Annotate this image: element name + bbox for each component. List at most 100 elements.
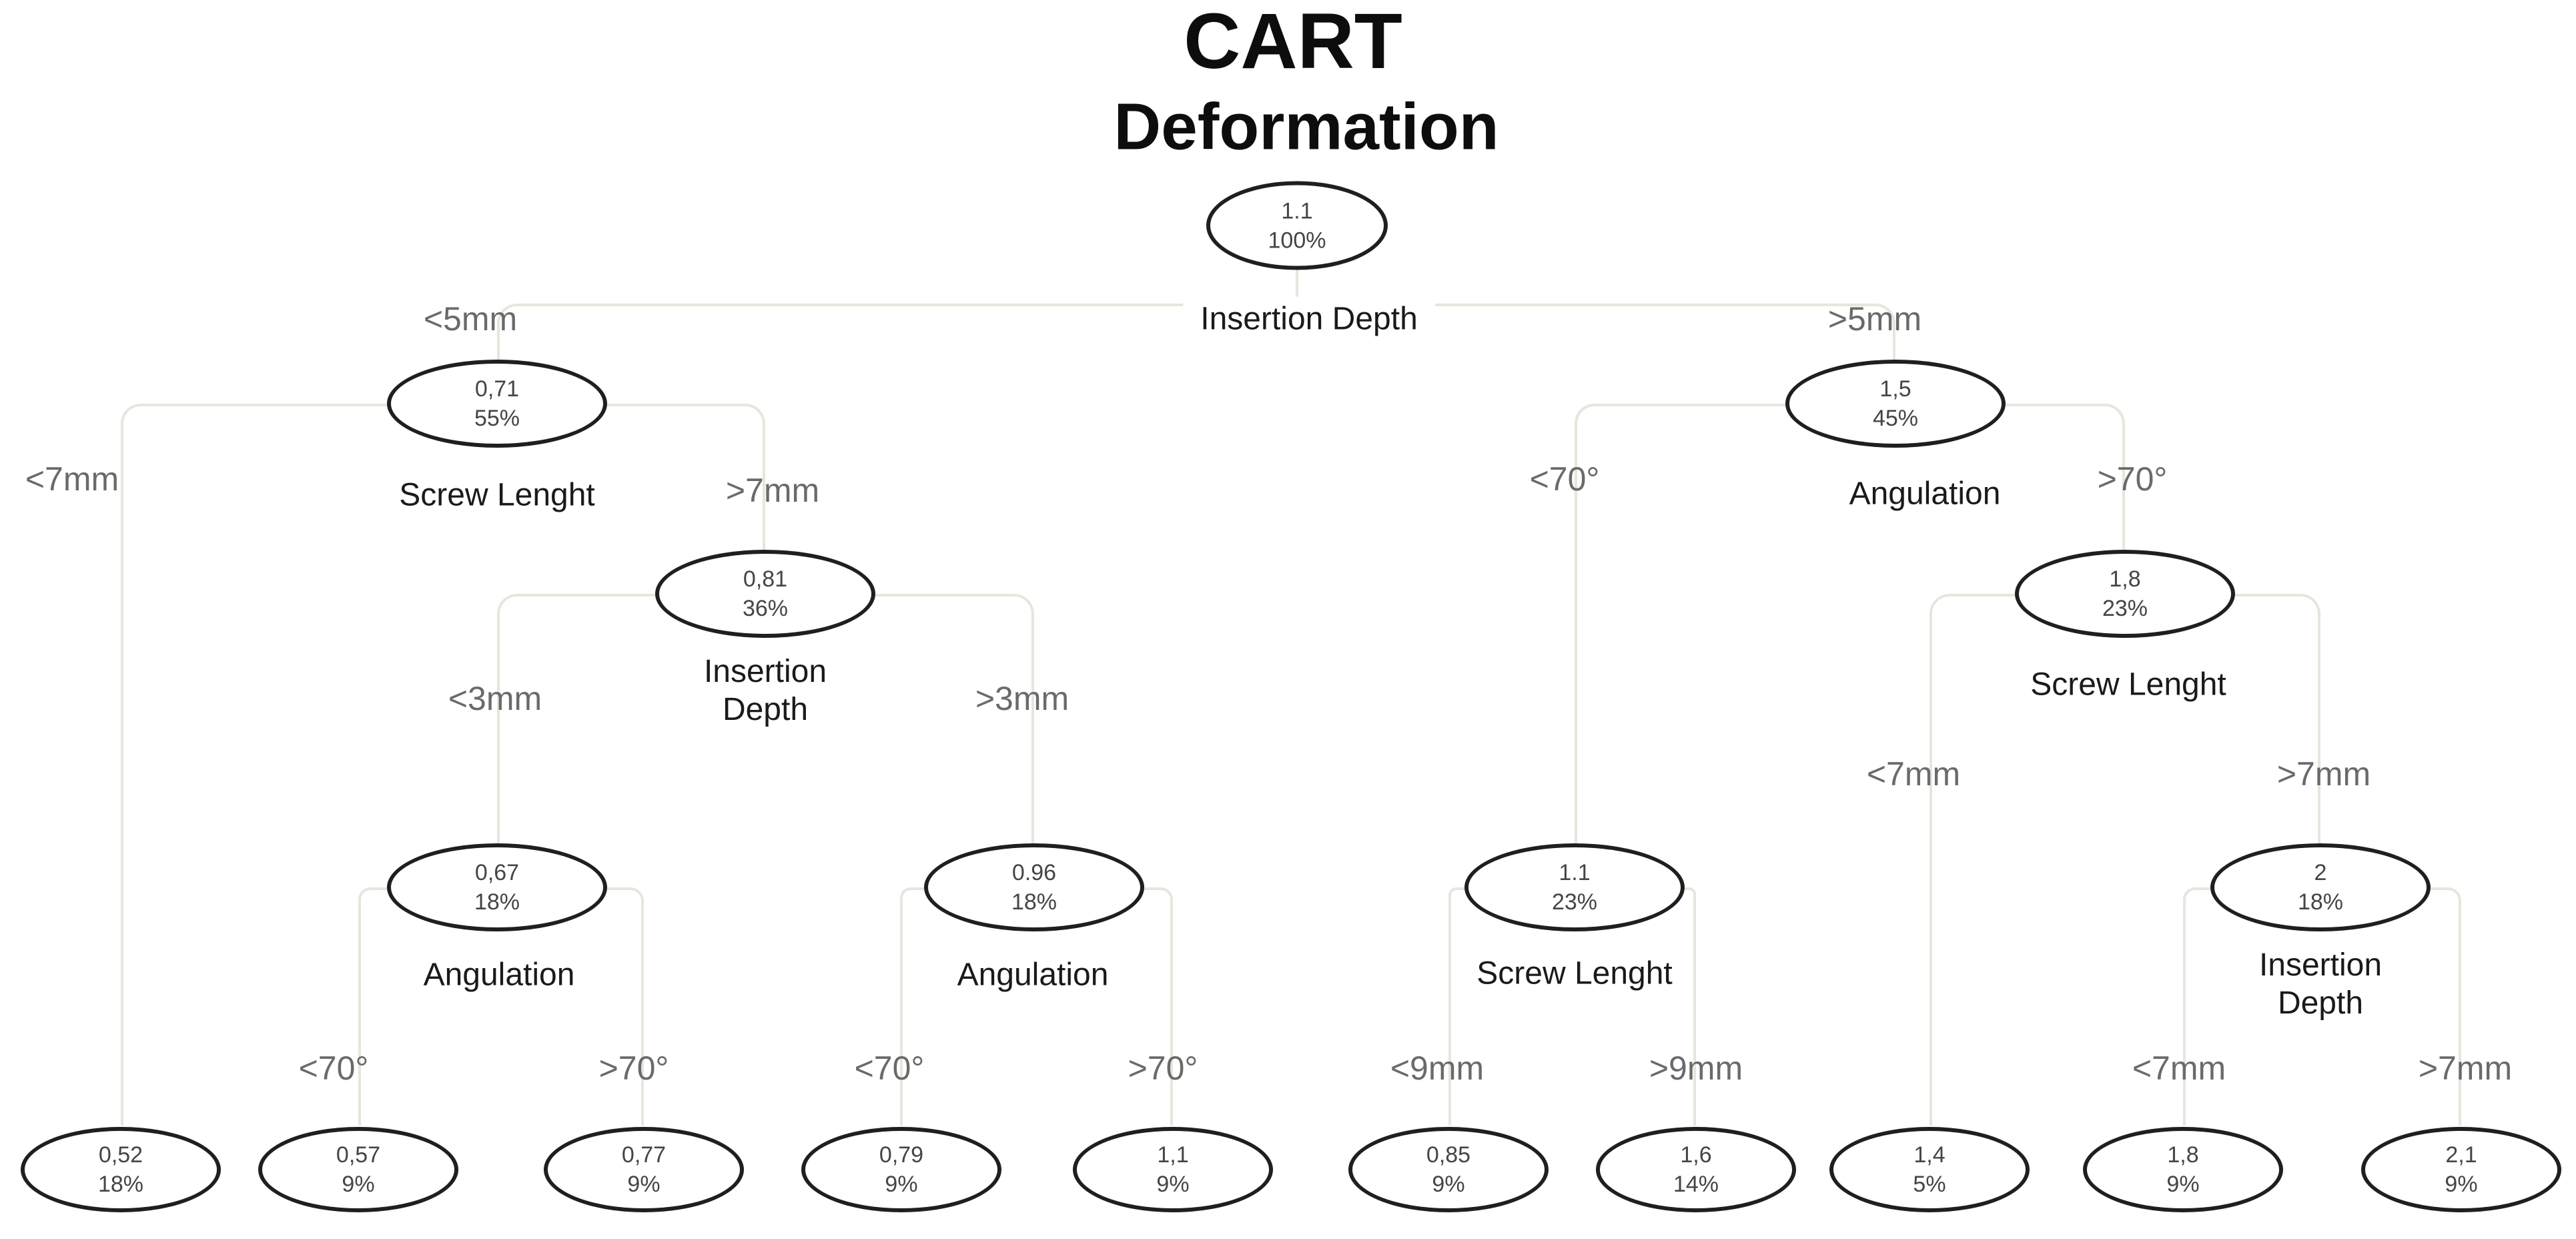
split-label-line2: Depth bbox=[722, 692, 809, 727]
connector-angulation3-left bbox=[900, 887, 924, 1126]
node-value: 0,67 bbox=[474, 860, 520, 885]
node-root-value: 1.1 bbox=[1281, 198, 1313, 224]
leaf-node-3: 0,77 9% bbox=[544, 1127, 744, 1212]
leaf-node-1: 0,52 18% bbox=[21, 1127, 221, 1212]
connector-angulation2-left bbox=[358, 887, 387, 1126]
leaf-node-4: 0,79 9% bbox=[801, 1127, 1001, 1212]
leaf-percent: 18% bbox=[97, 1172, 144, 1197]
leaf-percent: 9% bbox=[627, 1172, 661, 1197]
edge-label-lt9mm: <9mm bbox=[1390, 1050, 1484, 1087]
leaf-value: 1,6 bbox=[1680, 1142, 1712, 1168]
edge-label-gt3mm: >3mm bbox=[975, 680, 1069, 717]
split-label-screw-lenght-a: Screw Lenght bbox=[399, 477, 595, 513]
leaf-value: 1,1 bbox=[1157, 1142, 1189, 1168]
connector-screwlength3-left bbox=[1448, 887, 1464, 1126]
leaf-node-10: 2,1 9% bbox=[2361, 1127, 2561, 1212]
edge-label-lt7mm-b: <7mm bbox=[1866, 755, 1961, 793]
edge-label-lt70-c: <70° bbox=[854, 1050, 925, 1087]
connector-insertiondepth2-left bbox=[497, 594, 655, 843]
split-label-screw-lenght-c: Screw Lenght bbox=[1476, 955, 1673, 991]
split-label-root-insertion-depth: Insertion Depth bbox=[1183, 296, 1435, 342]
leaf-value: 0,57 bbox=[336, 1142, 381, 1168]
node-percent: 18% bbox=[474, 889, 520, 915]
edge-label-gt7mm-b: >7mm bbox=[2276, 755, 2371, 793]
node-angulation-18b: 0.96 18% bbox=[924, 843, 1144, 931]
edge-label-gt70-a: >70° bbox=[2097, 460, 2168, 498]
leaf-percent: 9% bbox=[2445, 1172, 2478, 1197]
node-value: 1,8 bbox=[2109, 566, 2141, 592]
diagram-title: CART bbox=[1184, 0, 1402, 85]
connector-angulation-left bbox=[1575, 404, 1785, 843]
node-value: 0.96 bbox=[1011, 860, 1057, 885]
leaf-value: 0,79 bbox=[879, 1142, 924, 1168]
node-percent: 18% bbox=[1011, 889, 1057, 915]
edge-label-gt5mm: >5mm bbox=[1827, 300, 1922, 338]
node-value: 2 bbox=[2314, 860, 2327, 885]
edge-label-gt70-c: >70° bbox=[1128, 1050, 1198, 1087]
leaf-value: 0,85 bbox=[1426, 1142, 1471, 1168]
leaf-value: 2,1 bbox=[2445, 1142, 2477, 1168]
connector-angulation2-right bbox=[607, 887, 644, 1126]
node-value: 1,5 bbox=[1879, 376, 1911, 402]
node-percent: 55% bbox=[474, 406, 520, 431]
connector-angulation3-right bbox=[1144, 887, 1173, 1126]
node-root-percent: 100% bbox=[1268, 228, 1326, 253]
split-label-line1: Insertion bbox=[2258, 947, 2383, 983]
node-insertion-depth-18: 2 18% bbox=[2210, 843, 2431, 931]
leaf-node-5: 1,1 9% bbox=[1073, 1127, 1273, 1212]
leaf-value: 0,52 bbox=[98, 1142, 143, 1168]
leaf-node-2: 0,57 9% bbox=[258, 1127, 458, 1212]
diagram-subtitle: Deformation bbox=[1114, 89, 1499, 163]
connector-screwlength2-right bbox=[2235, 594, 2320, 843]
split-label-angulation-b: Angulation bbox=[423, 957, 575, 993]
edge-label-gt7mm-c: >7mm bbox=[2418, 1050, 2513, 1087]
split-label-insertion-depth-c: Insertion Depth bbox=[2259, 946, 2382, 1022]
node-value: 0,81 bbox=[743, 566, 788, 592]
connector-root-left bbox=[497, 304, 1297, 360]
edge-label-gt9mm: >9mm bbox=[1649, 1050, 1743, 1087]
connector-angulation-right bbox=[2006, 404, 2125, 550]
connector-screwlength3-right bbox=[1685, 887, 1696, 1126]
leaf-value: 1,8 bbox=[2167, 1142, 2199, 1168]
edge-label-lt70-a: <70° bbox=[1529, 460, 1600, 498]
connector-screwlength-right bbox=[607, 404, 765, 550]
node-screw-lenght-23b: 1.1 23% bbox=[1464, 843, 1685, 931]
node-value: 1.1 bbox=[1559, 860, 1591, 885]
split-label-screw-lenght-b: Screw Lenght bbox=[2030, 667, 2226, 703]
split-label-line1: Insertion bbox=[703, 654, 827, 689]
split-label-angulation-a: Angulation bbox=[1849, 476, 2001, 512]
leaf-node-7: 1,6 14% bbox=[1596, 1127, 1796, 1212]
connector-insertiondepth2-right bbox=[875, 594, 1034, 843]
connector-root-right bbox=[1297, 304, 1895, 360]
node-insertion-depth-36: 0,81 36% bbox=[655, 550, 875, 638]
leaf-node-9: 1,8 9% bbox=[2083, 1127, 2283, 1212]
leaf-percent: 9% bbox=[2166, 1172, 2200, 1197]
node-percent: 18% bbox=[2297, 889, 2344, 915]
leaf-percent: 9% bbox=[885, 1172, 918, 1197]
connector-insertiondepth3-left bbox=[2183, 887, 2210, 1126]
leaf-value: 1,4 bbox=[1913, 1142, 1946, 1168]
node-screw-lenght-55: 0,71 55% bbox=[387, 360, 607, 448]
connector-screwlength-left bbox=[121, 404, 387, 1126]
connector-insertiondepth3-right bbox=[2431, 887, 2461, 1126]
node-value: 0,71 bbox=[474, 376, 520, 402]
node-percent: 45% bbox=[1872, 406, 1919, 431]
leaf-percent: 9% bbox=[1432, 1172, 1465, 1197]
leaf-percent: 9% bbox=[1156, 1172, 1190, 1197]
split-label-insertion-depth-b: Insertion Depth bbox=[704, 653, 827, 729]
split-label-line2: Depth bbox=[2277, 985, 2364, 1021]
leaf-node-6: 0,85 9% bbox=[1348, 1127, 1549, 1212]
edge-label-lt7mm-c: <7mm bbox=[2132, 1050, 2226, 1087]
node-angulation-18a: 0,67 18% bbox=[387, 843, 607, 931]
connector-screwlength2-left bbox=[1929, 594, 2015, 1126]
node-screw-lenght-23: 1,8 23% bbox=[2015, 550, 2235, 638]
edge-label-lt3mm: <3mm bbox=[448, 680, 542, 717]
split-label-angulation-c: Angulation bbox=[957, 957, 1109, 993]
edge-label-gt7mm-a: >7mm bbox=[725, 472, 820, 509]
edge-label-lt5mm: <5mm bbox=[423, 300, 518, 338]
leaf-value: 0,77 bbox=[621, 1142, 667, 1168]
leaf-percent: 5% bbox=[1913, 1172, 1946, 1197]
node-percent: 36% bbox=[742, 596, 789, 621]
node-percent: 23% bbox=[1551, 889, 1598, 915]
